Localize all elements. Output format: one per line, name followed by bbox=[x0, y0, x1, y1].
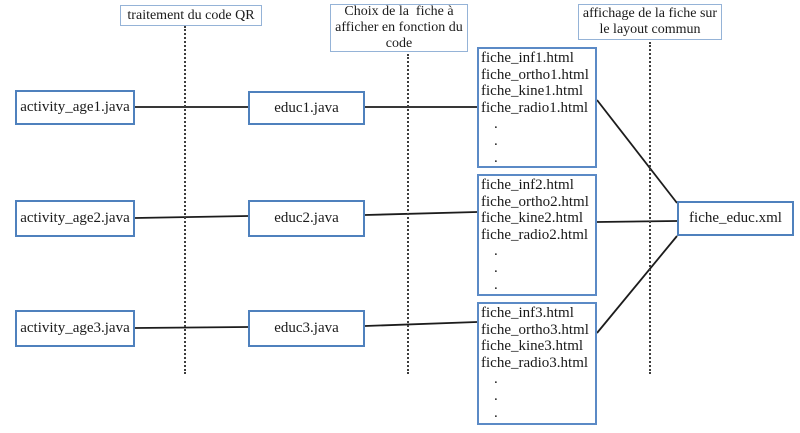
node-label: fiche_educ.xml bbox=[689, 210, 782, 226]
header-line: le layout commun bbox=[599, 22, 701, 37]
node-activity-age2: activity_age2.java bbox=[15, 200, 135, 237]
node-label: educ3.java bbox=[274, 320, 339, 336]
list-item: fiche_kine2.html bbox=[481, 210, 584, 227]
ellipsis-dot: . bbox=[494, 276, 498, 293]
connector-files1-output bbox=[596, 99, 678, 204]
header-choix-fiche: Choix de la fiche à afficher en fonction… bbox=[330, 4, 468, 52]
connector-educ2-files2 bbox=[364, 211, 478, 216]
dashed-separator-qr bbox=[184, 26, 186, 374]
list-item: fiche_radio3.html bbox=[481, 354, 589, 371]
header-line: afficher en fonction du bbox=[335, 20, 463, 36]
list-item: fiche_radio1.html bbox=[481, 99, 589, 116]
dashed-separator-affichage bbox=[649, 42, 651, 374]
node-label: activity_age2.java bbox=[20, 210, 130, 226]
node-educ1: educ1.java bbox=[248, 91, 365, 125]
list-item: fiche_inf1.html bbox=[481, 50, 574, 66]
ellipsis-dot: . bbox=[494, 243, 498, 260]
connector-files2-output bbox=[596, 220, 678, 223]
node-label: educ2.java bbox=[274, 210, 339, 226]
node-educ2: educ2.java bbox=[248, 200, 365, 237]
file-list-1: fiche_inf1.html fiche_ortho1.html fiche_… bbox=[477, 47, 597, 168]
connector-educ3-files3 bbox=[364, 321, 478, 327]
node-activity-age3: activity_age3.java bbox=[15, 310, 135, 347]
node-educ3: educ3.java bbox=[248, 310, 365, 347]
node-label: educ1.java bbox=[274, 99, 339, 116]
ellipsis-dot: . bbox=[494, 404, 498, 421]
connector-activity2-educ2 bbox=[134, 215, 249, 219]
file-list-3: fiche_inf3.html fiche_ortho3.html fiche_… bbox=[477, 302, 597, 425]
list-item: fiche_radio2.html bbox=[481, 226, 589, 243]
ellipsis-dot: . bbox=[494, 259, 498, 276]
connector-activity3-educ3 bbox=[134, 326, 249, 329]
ellipsis-dot: . bbox=[494, 132, 498, 149]
ellipsis-dot: . bbox=[494, 116, 498, 133]
list-item: fiche_kine3.html bbox=[481, 338, 584, 355]
list-item: fiche_inf3.html bbox=[481, 305, 574, 321]
dashed-separator-choix bbox=[407, 54, 409, 374]
connector-files3-output bbox=[596, 235, 678, 334]
header-line: traitement du code QR bbox=[127, 7, 255, 23]
ellipsis-dot: . bbox=[494, 387, 498, 404]
node-label: activity_age1.java bbox=[20, 99, 130, 115]
list-item: fiche_kine1.html bbox=[481, 83, 584, 100]
header-traitement-code-qr: traitement du code QR bbox=[120, 5, 262, 26]
node-activity-age1: activity_age1.java bbox=[15, 90, 135, 125]
header-line: code bbox=[385, 35, 413, 51]
list-item: fiche_ortho2.html bbox=[481, 193, 589, 210]
header-affichage-fiche: affichage de la fiche sur le layout comm… bbox=[578, 4, 722, 40]
node-label: activity_age3.java bbox=[20, 320, 130, 336]
header-line: Choix de la fiche à bbox=[344, 4, 454, 20]
ellipsis-dot: . bbox=[494, 371, 498, 388]
ellipsis-dot: . bbox=[494, 149, 498, 166]
file-list-2: fiche_inf2.html fiche_ortho2.html fiche_… bbox=[477, 174, 597, 296]
list-item: fiche_inf2.html bbox=[481, 177, 574, 193]
list-item: fiche_ortho1.html bbox=[481, 66, 589, 83]
header-line: affichage de la fiche sur bbox=[582, 6, 718, 22]
node-fiche-educ-xml: fiche_educ.xml bbox=[677, 201, 794, 236]
list-item: fiche_ortho3.html bbox=[481, 321, 589, 338]
